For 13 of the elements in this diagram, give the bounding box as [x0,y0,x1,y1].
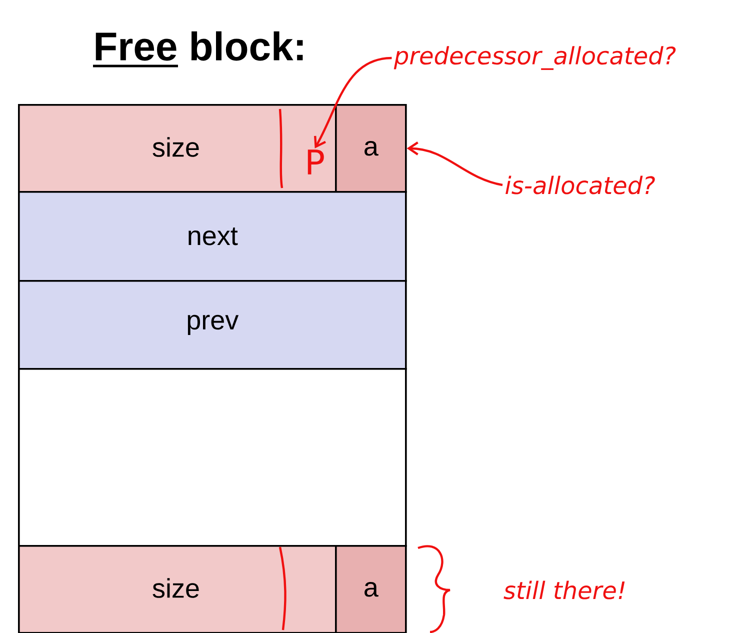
memory-field: size [18,545,337,633]
arrow [314,56,392,148]
handwritten-note: P [308,150,324,174]
memory-field: next [18,191,407,282]
heading: Free block: [96,31,303,61]
memory-field: a [335,104,407,193]
memory-field: a [335,545,407,633]
handwritten-note: still there! [504,580,625,600]
arrow [406,141,503,186]
handwritten-note: predecessor_allocated? [394,46,676,70]
memory-field: prev [18,280,407,370]
handwritten-note: is-allocated? [506,176,655,194]
empty-field [18,368,407,547]
